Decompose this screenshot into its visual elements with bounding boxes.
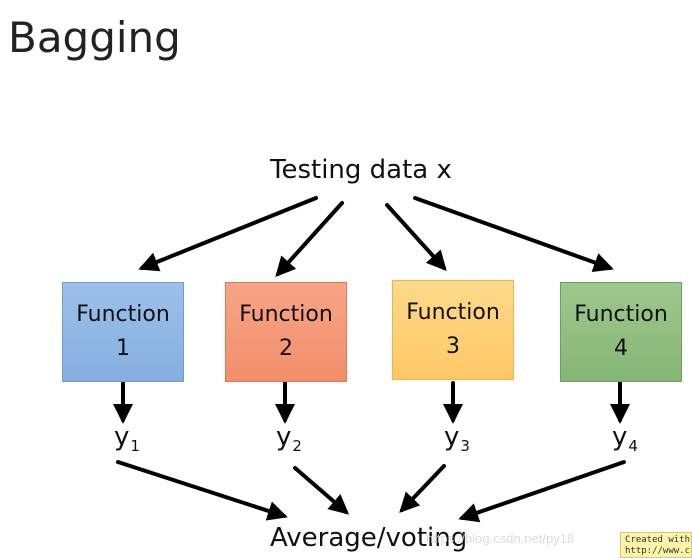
output-y3-symbol: y <box>444 422 460 452</box>
output-y4-index: 4 <box>628 437 638 455</box>
arrow-y2-to-output <box>293 466 350 515</box>
function-3-number: 3 <box>446 334 460 359</box>
output-y2-symbol: y <box>276 422 292 452</box>
created-with-badge: Created with http://www.c <box>620 532 692 558</box>
output-y2-index: 2 <box>292 437 302 455</box>
function-box-2: Function 2 <box>225 282 347 382</box>
function-3-label: Function <box>406 300 500 325</box>
arrow-input-to-f2 <box>275 201 344 277</box>
output-y3-index: 3 <box>460 437 470 455</box>
arrow-input-to-f3 <box>385 203 447 271</box>
output-y1: y1 <box>114 420 140 463</box>
arrow-input-to-f4 <box>413 196 614 273</box>
output-y4: y4 <box>612 420 638 463</box>
badge-line-1: Created with <box>625 535 691 545</box>
output-y1-symbol: y <box>114 422 130 452</box>
input-label: Testing data x <box>270 155 452 185</box>
function-box-4: Function 4 <box>560 282 682 382</box>
output-y1-index: 1 <box>130 437 140 455</box>
badge-line-2: http://www.c <box>625 546 691 556</box>
arrow-y1-to-output <box>116 460 288 521</box>
function-1-label: Function <box>76 302 170 327</box>
output-y3: y3 <box>444 420 470 463</box>
function-2-number: 2 <box>279 336 293 361</box>
function-box-3: Function 3 <box>392 280 514 380</box>
function-1-number: 1 <box>116 336 130 361</box>
output-label: Average/voting <box>270 523 468 553</box>
arrow-input-to-f1 <box>138 196 318 272</box>
watermark-url: https://blog.csdn.net/py18 <box>426 531 575 546</box>
slide-title: Bagging <box>8 13 181 62</box>
arrow-y3-to-output <box>399 464 446 513</box>
arrow-y4-to-output <box>458 460 626 523</box>
function-4-number: 4 <box>614 336 628 361</box>
function-box-1: Function 1 <box>62 282 184 382</box>
function-2-label: Function <box>239 302 333 327</box>
output-y2: y2 <box>276 420 302 463</box>
function-4-label: Function <box>574 302 668 327</box>
output-y4-symbol: y <box>612 422 628 452</box>
